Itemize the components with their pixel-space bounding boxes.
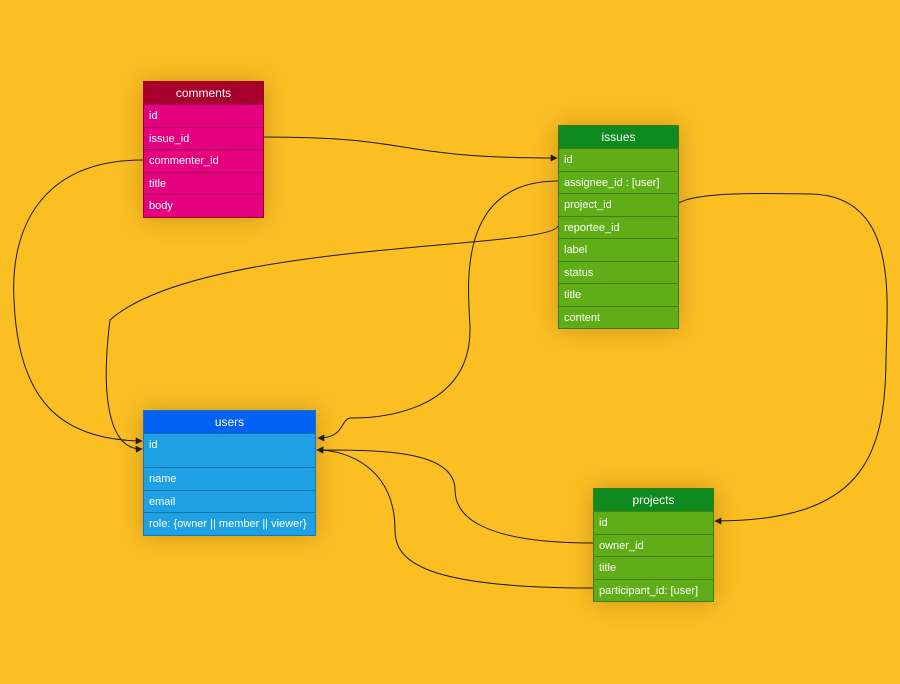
projects-field-id: id	[594, 511, 713, 534]
issues-field-content: content	[559, 305, 678, 329]
issues-field-project-id: project_id	[559, 193, 678, 216]
issues-field-title: title	[559, 283, 678, 306]
users-table-header[interactable]: users	[144, 411, 315, 433]
connector-projects-owner-to-users-id	[316, 446, 594, 544]
issues-field-id: id	[559, 148, 678, 171]
users-field-name: name	[144, 467, 315, 490]
projects-table[interactable]: projects id owner_id title participant_i…	[593, 488, 714, 602]
users-field-role: role: {owner || member || viewer}	[144, 512, 315, 535]
connector-projects-participant-to-users-id	[316, 446, 594, 589]
comments-field-title: title	[144, 171, 263, 195]
issues-field-reportee-id: reportee_id	[559, 215, 678, 239]
users-table[interactable]: users id name email role: {owner || memb…	[143, 410, 316, 536]
comments-field-id: id	[144, 104, 263, 127]
issues-table[interactable]: issues id assignee_id : [user] project_i…	[558, 125, 679, 329]
projects-field-title: title	[594, 556, 713, 579]
comments-table[interactable]: comments id issue_id commenter_id title …	[143, 81, 264, 218]
comments-table-header[interactable]: comments	[144, 82, 263, 104]
issues-field-label: label	[559, 238, 678, 261]
comments-field-body: body	[144, 194, 263, 217]
projects-field-owner-id: owner_id	[594, 533, 713, 557]
connector-issues-assignee-to-users-id	[317, 180, 559, 442]
issues-field-assignee-id: assignee_id : [user]	[559, 170, 678, 194]
connector-issues-project-to-projects-id	[678, 192, 888, 525]
connector-comments-issue-to-issues-id	[263, 136, 558, 162]
issues-table-header[interactable]: issues	[559, 126, 678, 148]
users-field-id: id	[144, 433, 315, 467]
projects-table-header[interactable]: projects	[594, 489, 713, 511]
comments-field-issue-id: issue_id	[144, 126, 263, 150]
comments-field-commenter-id: commenter_id	[144, 149, 263, 172]
users-field-email: email	[144, 489, 315, 513]
connector-comments-commenter-to-users-id	[13, 159, 144, 445]
projects-field-participant-id: participant_id: [user]	[594, 578, 713, 602]
issues-field-status: status	[559, 260, 678, 284]
